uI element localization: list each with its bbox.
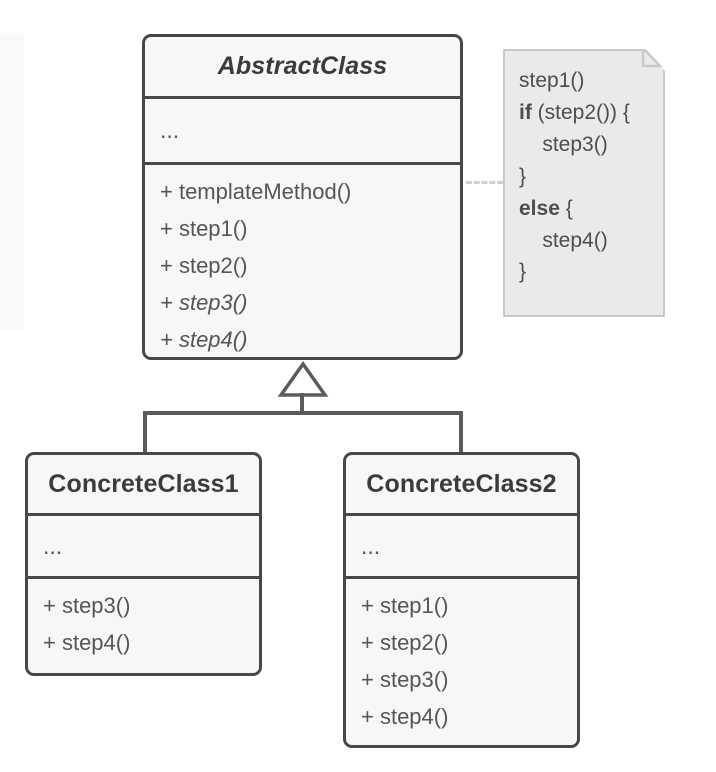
method-row: + step1()	[160, 215, 248, 241]
class-box-concreteclass2[interactable]: ConcreteClass2 ... + step1() + step2() +…	[343, 452, 580, 748]
class-methods-concreteclass1: + step3() + step4()	[28, 576, 259, 673]
class-attributes-abstractclass: ...	[145, 96, 460, 162]
note-line: if (step2()) {	[519, 100, 630, 124]
method-row: + step4()	[160, 326, 248, 352]
method-row: + step1()	[361, 593, 449, 618]
class-title-concreteclass1: ConcreteClass1	[48, 469, 239, 498]
class-attributes-concreteclass1: ...	[28, 513, 259, 576]
method-row: + step3()	[160, 289, 248, 315]
background-panel	[0, 33, 24, 330]
note-line: step1()	[519, 69, 585, 92]
note-fold-corner-icon	[643, 49, 665, 71]
method-row: + step4()	[43, 629, 131, 655]
class-attributes-concreteclass2: ...	[346, 513, 577, 576]
class-methods-concreteclass2: + step1() + step2() + step3() + step4()	[346, 576, 577, 745]
note-anchor-dashed-line	[466, 181, 503, 184]
note-line: step3()	[519, 132, 608, 156]
class-title-concreteclass2: ConcreteClass2	[366, 469, 557, 498]
method-row: + step2()	[160, 252, 248, 278]
method-row: + step2()	[361, 629, 449, 655]
class-title-abstractclass: AbstractClass	[217, 52, 388, 80]
method-row: + step3()	[43, 593, 131, 618]
class-box-abstractclass[interactable]: AbstractClass ... + templateMethod() + s…	[142, 34, 463, 360]
generalization-bus-line	[143, 411, 463, 415]
note-line: step4()	[519, 228, 608, 252]
generalization-drop-line-concreteclass1	[143, 411, 147, 454]
class-methods-abstractclass: + templateMethod() + step1() + step2() +…	[145, 162, 460, 357]
note-line: else {	[519, 196, 573, 220]
note-line: }	[519, 164, 527, 188]
class-box-concreteclass1[interactable]: ConcreteClass1 ... + step3() + step4()	[25, 452, 262, 676]
note-line: }	[519, 260, 527, 284]
generalization-drop-line-concreteclass2	[459, 411, 463, 454]
method-row: + templateMethod()	[160, 179, 352, 204]
note-box-template-method-pseudocode[interactable]: step1() if (step2()) { step3() } else { …	[503, 49, 665, 317]
method-row: + step3()	[361, 666, 449, 692]
method-row: + step4()	[361, 703, 449, 729]
generalization-stub-line	[300, 393, 304, 415]
